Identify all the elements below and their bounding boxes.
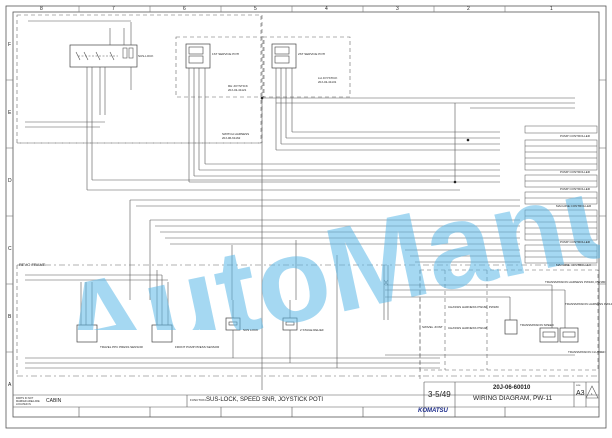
drawing-number: 20J-06-60010 [493,385,531,391]
col-label-5: 5 [254,6,257,12]
swivel-joint-label: SWIVEL JOINT [422,325,443,329]
controller-label-3: PUMP CONTROLLER [560,187,590,191]
chassis-harness-2-label: CHASSIS HARNESS PW148 [448,326,488,330]
title-block-lines [13,381,599,417]
row-label-c: C [8,246,12,252]
joystick-wires [188,68,500,390]
inner-frame [12,11,600,418]
junction-g4 [260,96,264,100]
col-label-3: 3 [396,6,399,12]
transmission-speed-box [504,319,518,335]
transmission-clutch-box-2 [559,327,579,343]
controller-label-1: PUMP CONTROLLER [560,134,590,138]
lh-poti-label: 2ST SERVICE POTI [298,52,326,56]
row-label-f: F [8,42,12,48]
drawing-title: WIRING DIAGRAM, PW-11 [473,395,553,402]
2-stage-relief-label: 2 STAGE RELIEF [300,328,324,332]
revo-frame-label: REVO FRAME [19,262,46,267]
function-label: FUNCTION: [190,398,207,402]
transmission-clutch-label: TRANSMISSION CLUTCH [568,350,604,354]
sus-lock-switch-label: SUS-LOCK [138,54,154,58]
page-number: 3-5/49 [428,390,451,399]
controller-label-4: MACHINE CONTROLLER [556,204,592,208]
swivel-crossover [383,265,389,320]
controller-label-5: PUMP CONTROLLER [560,240,590,244]
transmission-clutch-box-1 [539,327,559,343]
parts-location-value: CABIN [46,398,62,404]
row-label-d: D [8,178,12,184]
transmission-harness-1-label: TRANSMISSION HARNESS PW160, PW180 [545,280,606,284]
outer-frame [5,5,607,429]
chassis-harness-1-label: CHASSIS HARNESS PW160, PW180 [448,305,499,309]
front-pump-sensor-label: FRONT PUMP PRESS SENSOR [175,345,220,349]
front-pump-sensor-box [151,324,173,343]
col-label-4: 4 [325,6,328,12]
rh-poti-label: 1ST SERVICE POTI [212,52,240,56]
size-value: A3 [576,390,585,397]
function-value: SUS-LOCK, SPEED SNR, JOYSTICK POTI [206,397,324,403]
revision-triangle-icon [585,385,599,399]
lh-joystick-part: 20J-43-41131 [318,80,337,84]
left-row-grid [6,79,13,353]
sus-lock-switch-box [69,44,138,68]
rh-poti-box [185,43,211,69]
switch-harness-part: 20J-06-61162 [222,136,241,140]
sus-lock-valve-label: SUS LOCK [243,328,259,332]
row-label-b: B [8,314,12,320]
revision-number: 1 [591,392,593,396]
controller-label-6: MACHINE CONTROLLER [556,263,592,267]
col-label-8: 8 [40,6,43,12]
col-label-6: 6 [183,6,186,12]
col-label-2: 2 [467,6,470,12]
lh-poti-box [271,43,297,69]
parts-location-label: PARTS IN NOT MARKED AREA ARE LOCATED IN [16,397,40,406]
controller-label-2: PUMP CONTROLLER [560,170,590,174]
2-stage-relief-box [282,317,298,331]
cabin-area [16,14,262,144]
rh-joystick-label: RH JOYSTICK [228,84,248,88]
transmission-speed-label: TRANSMISSION SPEED [520,323,554,327]
switch-harness-label: SWITCH HARNESS [222,132,250,136]
lh-joystick-label: LH JOYSTICK [318,76,338,80]
sus-lock-valve-box [225,317,241,331]
junction-g [453,180,457,184]
sus-lock-switch-contacts [75,47,134,61]
travel-ppc-sensor-box [76,324,98,343]
top-column-grid [78,6,506,12]
travel-ppc-sensor-label: TRAVEL PPC PRESS SENSOR [100,345,143,349]
row-label-e: E [8,110,12,116]
controller-feed-wires [129,97,575,300]
rh-joystick-part: 20J-43-41121 [228,88,247,92]
right-row-grid [599,79,606,353]
lh-joystick-area [262,36,351,98]
controller-tables [524,125,598,264]
col-label-7: 7 [112,6,115,12]
transmission-harness-2-label: TRANSMISSION HARNESS PW148 [565,302,612,306]
switch-wires [25,20,460,191]
col-label-1: 1 [550,6,553,12]
rh-joystick-area [175,36,265,98]
size-label: SIZE [576,385,581,387]
row-label-a: A [8,382,12,388]
komatsu-logo: KOMATSU [418,408,448,414]
transmission-wires [385,284,575,356]
